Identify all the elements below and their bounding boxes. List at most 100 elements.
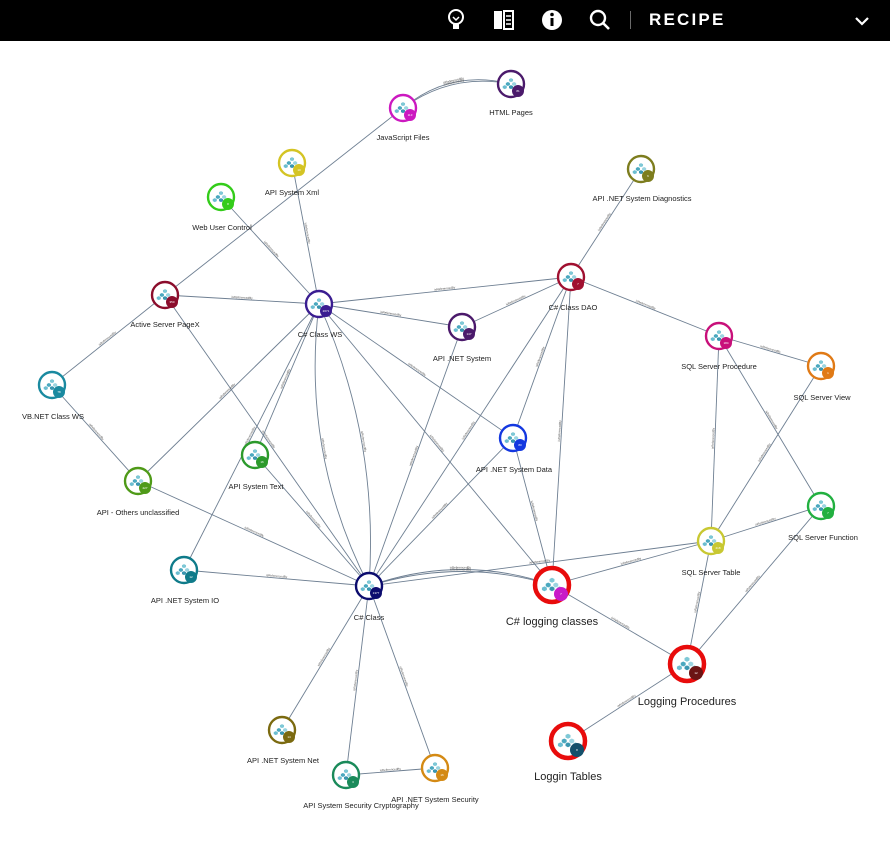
edge-label: isReferencedBy bbox=[88, 422, 105, 441]
graph-edge[interactable]: isReferencedBy bbox=[710, 335, 720, 542]
node-count: 7 bbox=[560, 592, 562, 596]
graph-edge[interactable]: isReferencedBy bbox=[183, 569, 370, 587]
graph-edge[interactable]: isReferencedBy bbox=[318, 276, 572, 305]
graph-edge[interactable]: isReferencedBy bbox=[318, 303, 463, 328]
recipe-menu-label[interactable]: RECIPE bbox=[649, 10, 726, 29]
node-count-badge bbox=[320, 305, 332, 317]
edge-label: isReferencedBy bbox=[757, 442, 772, 462]
node-count: 227 bbox=[142, 486, 147, 490]
graph-edge[interactable]: isReferencedBy bbox=[318, 303, 371, 587]
info-icon[interactable] bbox=[539, 7, 565, 33]
edge-label: isReferencedBy bbox=[450, 567, 472, 571]
node-count: 7 bbox=[577, 282, 579, 286]
edge-label: isReferencedBy bbox=[407, 362, 427, 378]
graph-edge[interactable]: isReferencedBy bbox=[318, 303, 514, 439]
node-count: 2071 bbox=[323, 309, 330, 313]
edge-line bbox=[291, 162, 320, 305]
graph-edge[interactable]: isReferencedBy bbox=[51, 294, 166, 386]
graph-edge[interactable]: isReferencedBy bbox=[368, 585, 436, 769]
node-count-badge bbox=[554, 587, 568, 601]
node-label: API .NET System Data bbox=[476, 465, 553, 474]
node-count-badge bbox=[572, 278, 584, 290]
graph-edge[interactable]: isReferencedBy bbox=[51, 384, 139, 482]
graph-edge[interactable]: isReferencedBy bbox=[164, 294, 320, 305]
graph-edge[interactable] bbox=[164, 107, 404, 296]
lightbulb-icon[interactable] bbox=[443, 7, 469, 33]
chevron-down-icon[interactable] bbox=[852, 11, 872, 31]
node-count: 1 bbox=[827, 371, 829, 375]
graph-edge[interactable]: isReferencedBy bbox=[314, 303, 370, 587]
node-count-badge bbox=[514, 439, 526, 451]
graph-edge[interactable]: isReferencedBy bbox=[551, 540, 712, 586]
edge-label: isReferencedBy bbox=[755, 516, 777, 526]
graph-node-cslog[interactable]: 7C# logging classes bbox=[506, 565, 599, 628]
graph-edge[interactable]: isReferencedBy bbox=[368, 326, 463, 587]
graph-node-dao[interactable]: 7C# Class DAO bbox=[549, 262, 598, 312]
node-label: VB.NET Class WS bbox=[22, 412, 84, 421]
graph-edge[interactable]: isReferencedBy bbox=[551, 276, 572, 586]
graph-edge[interactable]: isReferencedBy bbox=[368, 567, 553, 587]
node-count: 218 bbox=[715, 546, 720, 550]
node-label: API .NET System bbox=[433, 354, 491, 363]
node-label: API System Security Cryptography bbox=[303, 801, 419, 810]
node-count: 16 bbox=[440, 773, 444, 777]
graph-edges: isReferencedByisReferencedByisReferenced… bbox=[51, 76, 822, 776]
node-count-badge bbox=[570, 743, 584, 757]
edge-label: isReferencedBy bbox=[505, 294, 526, 307]
edge-line bbox=[281, 585, 370, 731]
book-icon[interactable] bbox=[491, 7, 517, 33]
node-count-badge bbox=[293, 164, 305, 176]
graph-edge[interactable]: isReferencedBy bbox=[291, 162, 320, 305]
graph-edge[interactable]: isReferencedBy bbox=[345, 585, 370, 776]
node-count-badge bbox=[53, 386, 65, 398]
graph-edge[interactable]: isReferencedBy bbox=[137, 303, 320, 482]
graph-edge[interactable]: isReferencedBy bbox=[402, 78, 512, 109]
graph-edge[interactable]: isReferencedBy bbox=[281, 585, 370, 731]
graph-edge[interactable]: isReferencedBy bbox=[570, 168, 642, 278]
graph-edge[interactable]: isReferencedBy bbox=[570, 276, 720, 337]
graph-edge[interactable]: isReferencedBy bbox=[512, 276, 572, 439]
edge-label: isReferencedBy bbox=[434, 285, 456, 291]
edge-line bbox=[137, 480, 370, 587]
edge-label: isReferencedBy bbox=[557, 420, 562, 442]
search-icon[interactable] bbox=[587, 7, 613, 33]
edge-line bbox=[570, 168, 642, 278]
node-count-badge bbox=[283, 731, 295, 743]
edge-label: isReferencedBy bbox=[352, 669, 359, 691]
edge-line bbox=[710, 365, 822, 542]
node-count: 184 bbox=[723, 341, 728, 345]
graph-edge[interactable]: isReferencedBy bbox=[368, 540, 712, 587]
graph-edge[interactable]: isReferencedBy bbox=[254, 303, 320, 456]
graph-edge[interactable]: isReferencedBy bbox=[368, 565, 553, 587]
node-label: API System Xml bbox=[265, 188, 320, 197]
graph-edge[interactable]: isReferencedBy bbox=[254, 454, 370, 587]
edge-line bbox=[318, 303, 514, 439]
edge-label: isReferencedBy bbox=[760, 344, 782, 354]
edge-line bbox=[137, 303, 320, 482]
edge-line bbox=[368, 585, 436, 769]
node-label: API .NET System Net bbox=[247, 756, 320, 765]
